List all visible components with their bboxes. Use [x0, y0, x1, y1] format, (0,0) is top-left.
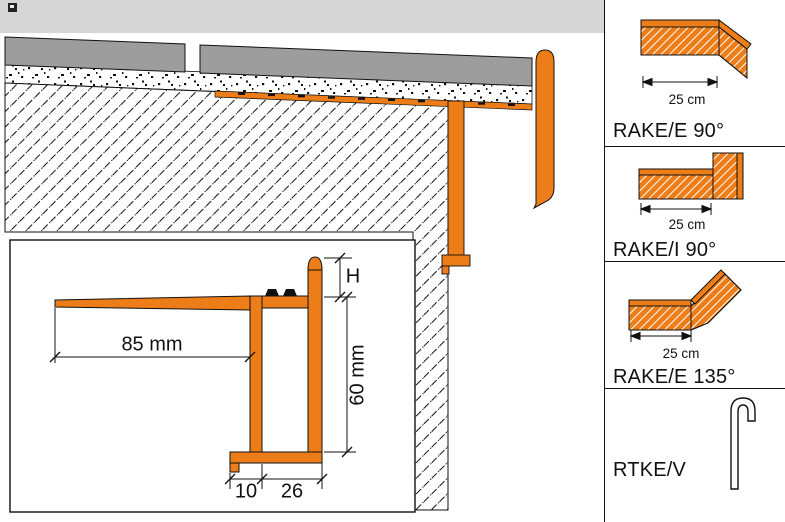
main-drawing-area: 85 mm H 60 mm 10 26 [0, 0, 604, 513]
dim-10-label: 10 [234, 480, 258, 503]
background-band [0, 0, 604, 33]
dimension-arrow [639, 203, 713, 215]
dim-h-label: H [345, 265, 361, 288]
dim-26-label: 26 [280, 480, 304, 503]
connector-clip-icon [730, 397, 756, 490]
dimension-arrow [641, 76, 719, 88]
sidebar-panel-rake-i-90: 25 cm RAKE/I 90° [605, 147, 785, 262]
print-mark [8, 3, 17, 12]
sidebar-panel-rtke-v: RTKE/V [605, 389, 785, 521]
dim-85mm-label: 85 mm [121, 333, 183, 356]
perforation-mark [265, 289, 279, 296]
dimension-lines [49, 252, 356, 489]
tile-layer [4, 36, 533, 87]
profile-outer-face [532, 49, 555, 210]
product-label-rake-e-90: RAKE/E 90° [613, 120, 725, 142]
outside-corner-135-icon [628, 269, 742, 342]
inside-corner-90-icon [638, 152, 744, 215]
flange-perforations [238, 92, 515, 106]
dimension-label: 25 cm [668, 92, 706, 107]
sidebar-panel-rake-e-90: 25 cm RAKE/E 90° [605, 0, 785, 147]
edge-profile-main [214, 49, 555, 275]
sidebar-panel-rake-e-135: 25 cm RAKE/E 135° [605, 262, 785, 389]
dim-60mm-label: 60 mm [346, 344, 369, 406]
profile-vertical-leg [447, 100, 465, 260]
product-label-rtke-v: RTKE/V [613, 459, 687, 481]
dimension-arrow [629, 330, 693, 342]
product-label-rake-e-135: RAKE/E 135° [613, 366, 736, 388]
dimension-label: 25 cm [668, 217, 706, 232]
outside-corner-90-icon [640, 19, 752, 88]
product-label-rake-i-90: RAKE/I 90° [613, 239, 717, 261]
sidebar: 25 cm RAKE/E 90° 25 cm RA [604, 0, 785, 522]
dimension-label: 25 cm [662, 346, 700, 361]
perforation-mark [283, 289, 297, 296]
cross-section-drawing [0, 0, 604, 513]
detail-profile [54, 256, 323, 473]
